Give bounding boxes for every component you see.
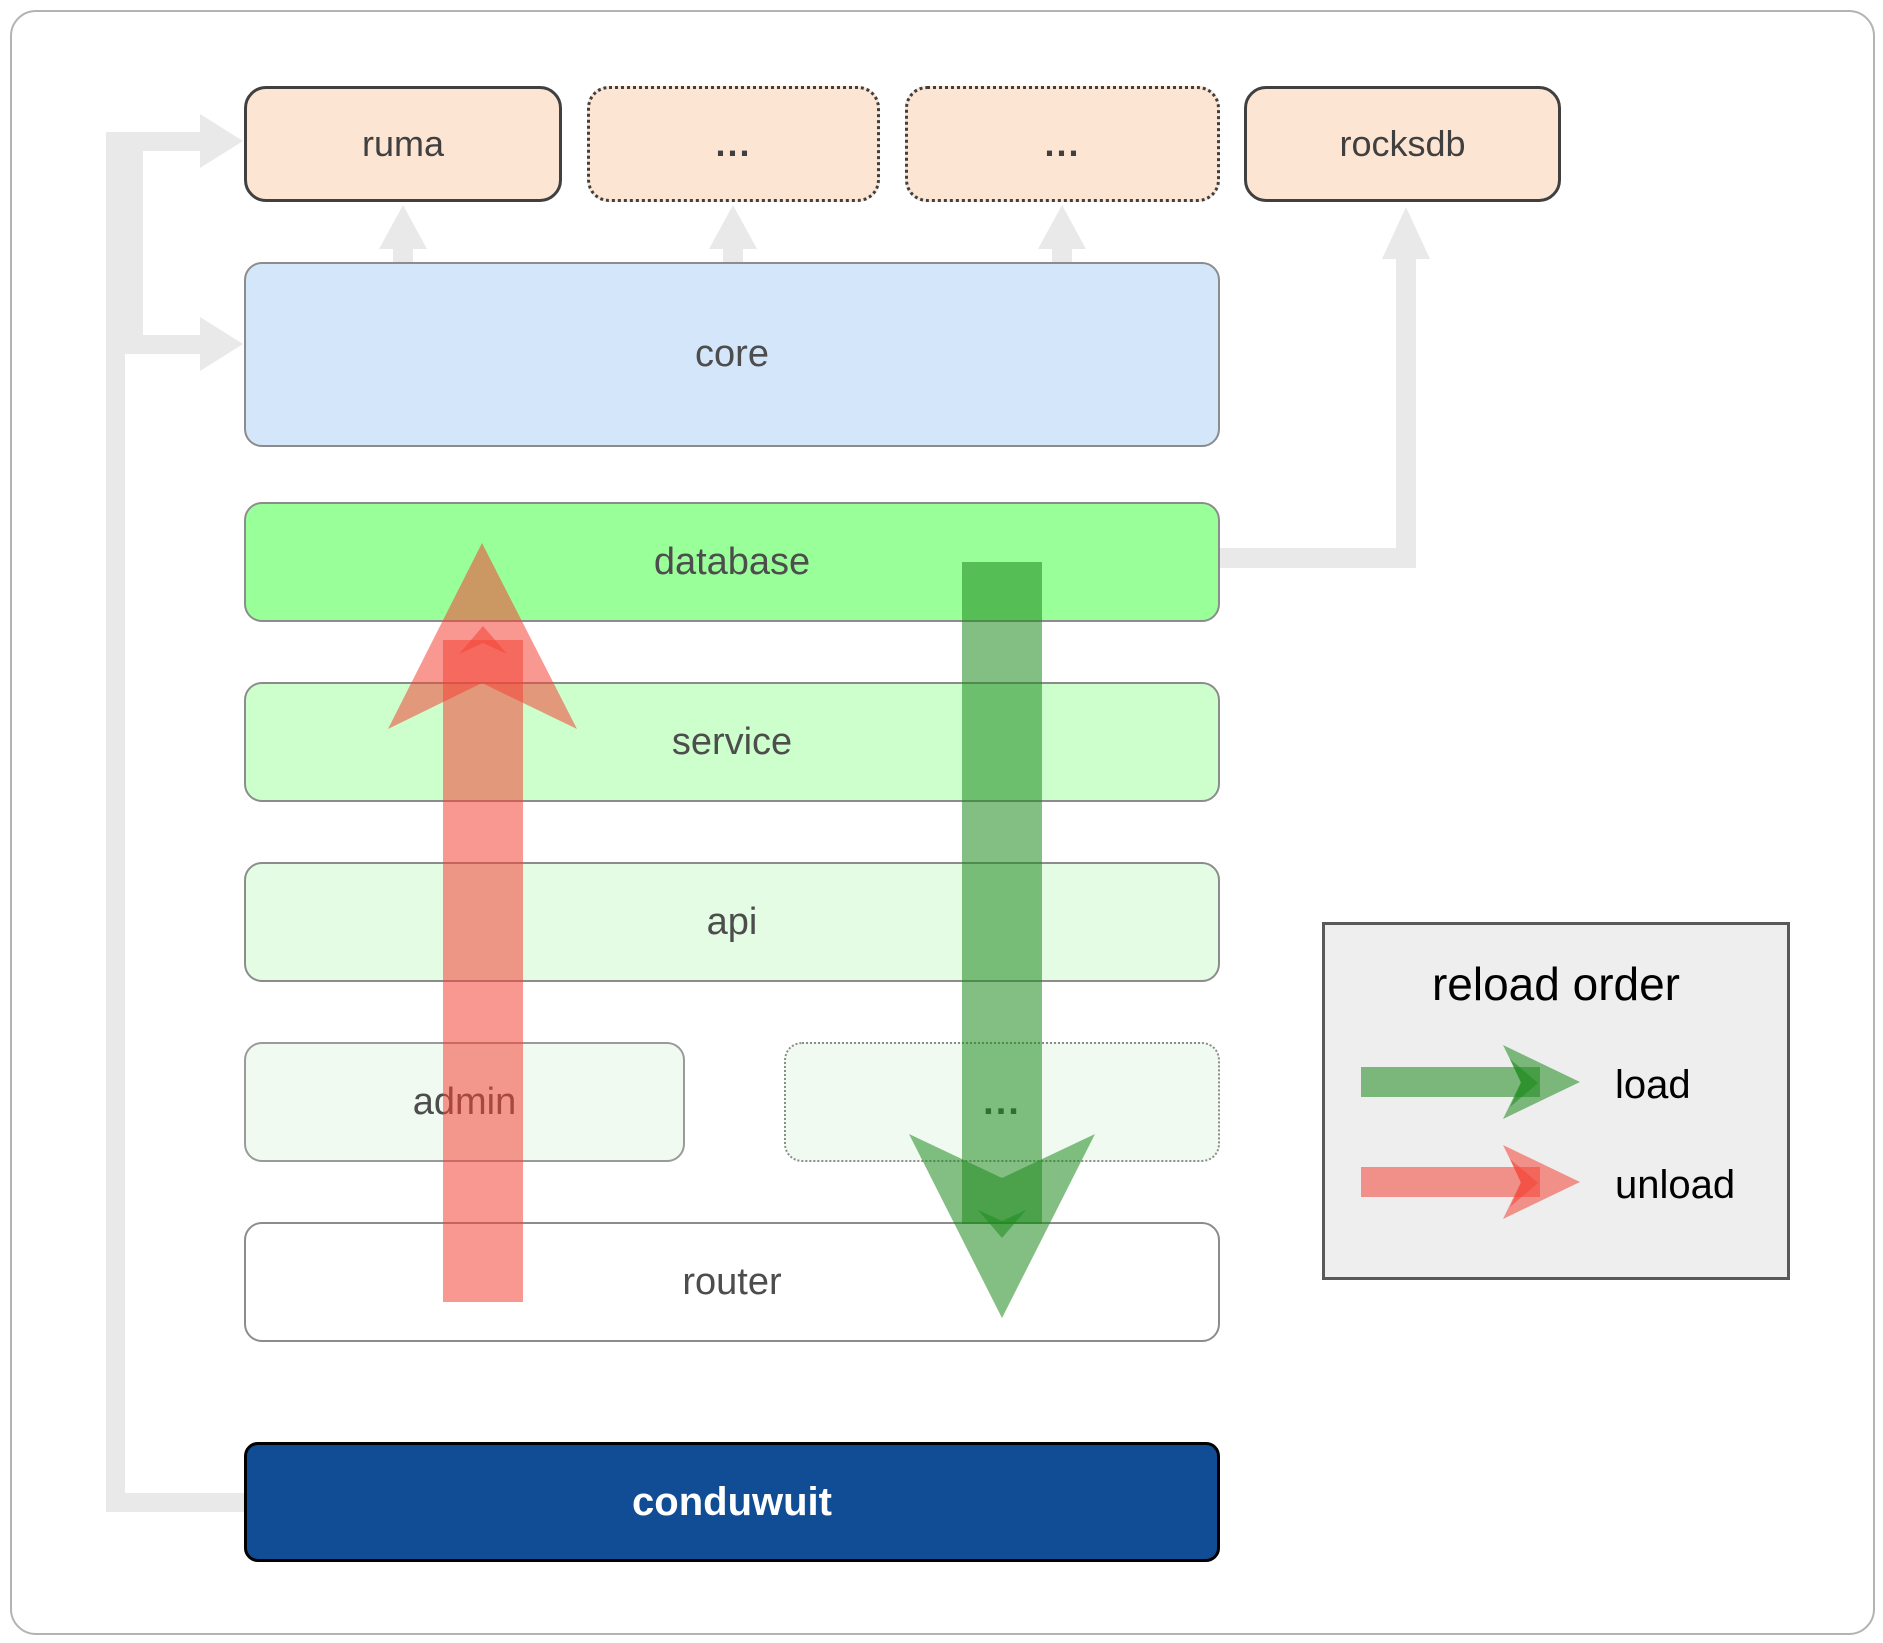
arrowhead-into-rocksdb-icon	[1382, 207, 1430, 259]
connector-left-trunk	[106, 132, 125, 1512]
arrowhead-core-to-ruma-icon	[379, 205, 427, 249]
box-ellipsis-2-label: ...	[1044, 123, 1081, 164]
box-ruma: ruma	[244, 86, 562, 202]
box-router: router	[244, 1222, 1220, 1342]
legend-title: reload order	[1431, 958, 1681, 1010]
legend-unload-row: unload	[1361, 1145, 1735, 1225]
connector-core-to-ruma	[393, 245, 413, 263]
connector-core-to-dots2	[1052, 245, 1072, 263]
arrowhead-into-core-icon	[200, 317, 243, 371]
box-core-label: core	[695, 333, 769, 375]
unload-arrow-marker	[459, 626, 507, 654]
arrowhead-core-to-dots2-icon	[1038, 205, 1086, 249]
unload-arrow-shaft	[443, 640, 523, 1302]
unload-arrow-icon	[388, 543, 577, 1302]
box-api: api	[244, 862, 1220, 982]
box-conduwuit: conduwuit	[244, 1442, 1220, 1562]
load-arrow-marker	[978, 1210, 1026, 1238]
box-rocksdb-label: rocksdb	[1339, 123, 1466, 164]
connector-core-stub	[124, 150, 143, 354]
box-database: database	[244, 502, 1220, 622]
connector-ruma-horizontal	[106, 132, 200, 151]
box-ruma-label: ruma	[361, 123, 445, 164]
box-conduwuit-label: conduwuit	[632, 1479, 832, 1524]
box-router-label: router	[682, 1260, 782, 1303]
load-arrow-icon	[909, 562, 1095, 1318]
legend-load-label: load	[1615, 1062, 1691, 1107]
arrowhead-core-to-dots1-icon	[709, 205, 757, 249]
connector-core-horizontal	[124, 335, 200, 354]
box-service-label: service	[671, 720, 793, 763]
legend-load-row: load	[1361, 1045, 1691, 1125]
legend-load-arrow-icon	[1361, 1045, 1580, 1119]
box-api-label: api	[706, 900, 758, 943]
box-ellipsis-1-label: ...	[715, 123, 752, 164]
arrowhead-into-ruma-icon	[200, 114, 243, 168]
box-database-label: database	[653, 540, 811, 583]
box-rocksdb: rocksdb	[1244, 86, 1561, 202]
connector-database-horizontal	[1220, 548, 1416, 568]
box-core: core	[244, 262, 1220, 447]
legend-unload-label: unload	[1615, 1162, 1736, 1207]
load-arrow-shaft	[962, 562, 1042, 1224]
box-ellipsis-1: ...	[587, 86, 880, 202]
legend-unload-arrow-icon	[1361, 1145, 1580, 1219]
connector-conduwuit-horizontal	[106, 1493, 246, 1512]
legend: reload order load unload	[1322, 922, 1790, 1280]
box-ellipsis-2: ...	[905, 86, 1220, 202]
connector-core-to-dots1	[723, 245, 743, 263]
connector-rocksdb-vertical	[1396, 256, 1416, 568]
